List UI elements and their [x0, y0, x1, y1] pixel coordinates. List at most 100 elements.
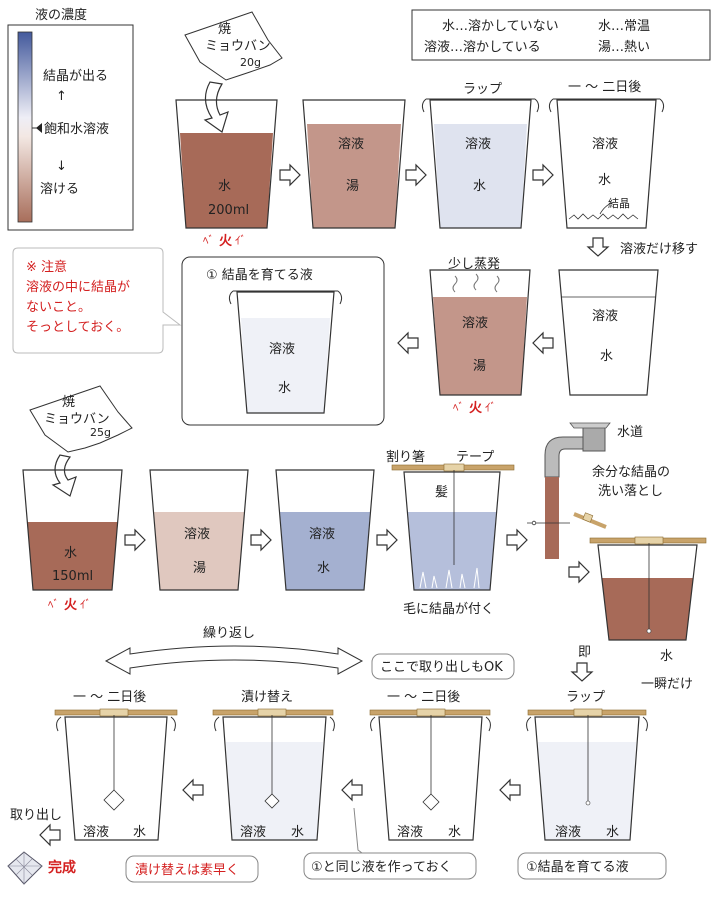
cupA-top: 溶液 — [83, 825, 109, 840]
repeat-label: 繰り返し — [203, 626, 255, 641]
wash-label-1: 余分な結晶の — [592, 464, 670, 480]
cup-grow-wrap: ラップ 溶液 水 — [526, 690, 648, 841]
cup5-volume: 150ml — [52, 569, 93, 584]
arrow-right-icon — [568, 561, 590, 583]
cupD-bottom: 水 — [606, 825, 619, 840]
wrap-label: ラップ — [463, 82, 502, 97]
chopsticks-label: 割り箸 — [386, 449, 425, 465]
cupC-top: 溶液 — [397, 825, 423, 840]
same-liquid-bubble: ①と同じ液を作っておく — [303, 852, 477, 880]
arrow-left-icon — [532, 332, 554, 354]
arrow-left-icon — [397, 332, 419, 354]
transfer-label: 溶液だけ移す — [620, 242, 698, 257]
note-line3: そっとしておく。 — [26, 320, 129, 335]
svg-text:ﾍﾞ: ﾍﾞ — [48, 598, 59, 611]
replace-fast-label: 漬け替えは素早く — [135, 863, 239, 878]
hair-crystal-label: 毛に結晶が付く — [403, 602, 494, 617]
arrow-right-icon — [279, 164, 301, 186]
svg-text:ﾍﾞ: ﾍﾞ — [203, 234, 214, 247]
pour-arrow-icon — [203, 81, 229, 133]
arrow-down-icon — [587, 237, 609, 257]
note-callout: ※ 注意 溶液の中に結晶が ないこと。 そっとしておく。 — [12, 247, 182, 354]
instant-cup-label: 水 — [660, 649, 673, 664]
alum-label-4: ミョウバン — [44, 412, 110, 427]
grow-liquid-label: ①結晶を育てる液 — [526, 859, 629, 875]
cup-days-a: 一 ～ 二日後 溶液 水 — [54, 690, 178, 841]
key-box: 水…溶かしていない 水…常温 溶液…溶かしている 湯…熱い — [411, 9, 711, 61]
crystal-label: 結晶 — [608, 196, 630, 210]
cup6-top: 溶液 — [184, 527, 210, 542]
done-label: 完成 — [48, 859, 76, 876]
crystal-icon — [422, 793, 440, 811]
wash-label-2: 洗い落とし — [598, 484, 663, 499]
days-b-label: 一 ～ 二日後 — [387, 690, 460, 705]
key-line1-left: 水…溶かしていない — [442, 19, 559, 34]
note-line1: 溶液の中に結晶が — [26, 280, 130, 295]
cup3-top: 溶液 — [465, 137, 491, 152]
arrow-right-icon — [250, 529, 272, 551]
cup-instant-dip: 水 一瞬だけ — [589, 536, 707, 692]
cupB-top: 溶液 — [240, 825, 266, 840]
replace-fast-bubble: 漬け替えは素早く — [125, 855, 259, 883]
steam-icon — [452, 273, 500, 293]
arrow-right-icon — [376, 529, 398, 551]
legend-bottom-label: 溶ける — [40, 182, 79, 197]
legend-down-arrow: ↓ — [56, 159, 67, 174]
alum-label-3: 焼 — [62, 395, 75, 410]
box-cup-bottom: 水 — [278, 381, 291, 396]
arrow-down-icon — [571, 662, 593, 682]
alum-label-1: 焼 — [218, 22, 231, 37]
legend-up-arrow: ↑ — [56, 89, 67, 104]
cup-water-150ml: 水 150ml ﾍﾞ 火 ｲﾞ — [22, 469, 123, 613]
arrow-right-icon — [532, 164, 554, 186]
arrow-left-icon — [341, 779, 363, 801]
svg-text:ｲﾞ: ｲﾞ — [80, 598, 91, 611]
legend: 液の濃度 結晶が出る ↑ 飽和水溶液 ↓ 溶ける — [7, 7, 134, 231]
cup-solution-cool-2: 溶液 水 — [275, 469, 375, 591]
cup-water-200ml: 水 200ml — [175, 99, 278, 229]
grow-liquid-box: ① 結晶を育てる液 溶液 水 — [181, 256, 385, 426]
arrow-right-icon — [405, 164, 427, 186]
cupC-bottom: 水 — [448, 825, 461, 840]
arrow-left-icon — [499, 779, 521, 801]
pour-arrow-icon-2 — [51, 454, 77, 497]
cup4-top: 溶液 — [592, 137, 618, 152]
svg-text:ﾍﾞ: ﾍﾞ — [453, 401, 464, 414]
take-out-label: 取り出し — [10, 808, 62, 823]
grow-liquid-bubble: ①結晶を育てる液 — [517, 852, 667, 880]
hair-label: 髪 — [435, 485, 448, 500]
alum-card-20g: 焼 ミョウバン 20g — [184, 11, 283, 81]
cup5-label: 水 — [64, 546, 77, 561]
key-line2-left: 溶液…溶かしている — [424, 40, 541, 55]
cup-evaporate-hot: 少し蒸発 溶液 湯 ﾍﾞ 火 ｲﾞ — [429, 257, 531, 416]
legend-title: 液の濃度 — [35, 7, 87, 23]
repeat-arrow: 繰り返し — [104, 626, 364, 675]
faucet: 水道 余分な結晶の 洗い落とし — [527, 422, 670, 559]
evap-cup-top: 溶液 — [462, 316, 488, 331]
fire-label: 火 — [219, 234, 233, 249]
cup3-bottom: 水 — [473, 179, 486, 194]
svg-text:ｲﾞ: ｲﾞ — [235, 234, 246, 247]
cup-hair-crystal: 割り箸 テープ 髪 毛に結晶が付く — [386, 449, 515, 617]
transfer-cup-bottom: 水 — [600, 349, 613, 364]
ok-bubble: ここで取り出しもOK — [371, 653, 515, 680]
box-cup-top: 溶液 — [269, 342, 295, 357]
days-label: 一 ～ 二日後 — [568, 80, 641, 95]
cupD-top: 溶液 — [555, 825, 581, 840]
ok-bubble-label: ここで取り出しもOK — [380, 660, 503, 675]
cup-replace: 漬け替え 溶液 水 — [212, 690, 335, 841]
arrow-right-icon — [124, 529, 146, 551]
water-stream — [545, 477, 559, 559]
evap-cup-bottom: 湯 — [473, 359, 486, 374]
cup2-top: 溶液 — [338, 137, 364, 152]
instant-label: 一瞬だけ — [641, 677, 693, 692]
wrap-label-2: ラップ — [566, 690, 605, 705]
svg-text:ｲﾞ: ｲﾞ — [485, 401, 496, 414]
note-line2: ないこと。 — [26, 300, 91, 315]
cup-solution-hot: 溶液 湯 — [302, 99, 406, 229]
cup7-bottom: 水 — [317, 561, 330, 576]
days-a-label: 一 ～ 二日後 — [73, 690, 146, 705]
crystal-spikes — [419, 567, 480, 589]
cup-solution-cool-wrap: ラップ 溶液 水 — [421, 82, 540, 229]
